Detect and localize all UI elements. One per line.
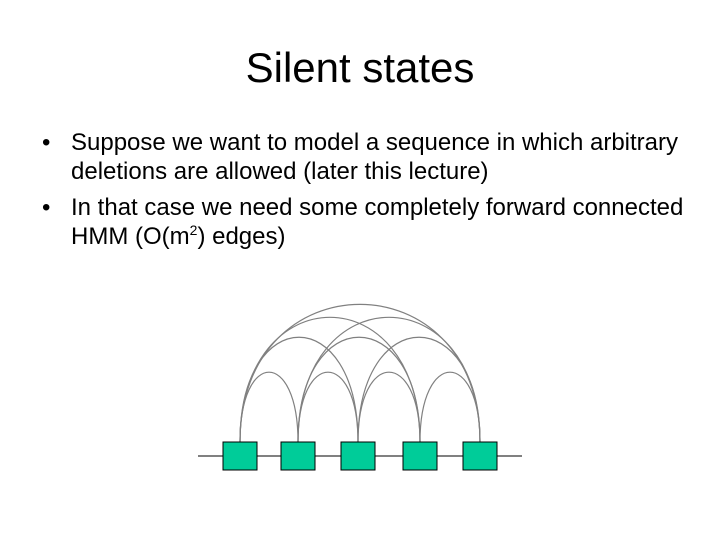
- transition-edge: [239, 303, 481, 443]
- bullet-text: Suppose we want to model a sequence in w…: [71, 129, 679, 185]
- bullet-text-before: In that case we need some completely for…: [71, 194, 684, 250]
- state-node: [222, 441, 258, 471]
- slide-title: Silent states: [245, 44, 475, 91]
- transition-edge: [239, 316, 421, 443]
- bullet-text-after: ) edges): [197, 223, 286, 250]
- state-node: [280, 441, 316, 471]
- exponent: 2: [189, 222, 198, 238]
- bullet-marker: •: [42, 129, 51, 156]
- transition-edge: [357, 336, 481, 443]
- bullet-list: • Suppose we want to model a sequence in…: [42, 128, 702, 258]
- state-node: [462, 441, 498, 471]
- bullet-marker: •: [42, 194, 51, 221]
- transition-edge: [419, 371, 481, 443]
- state-node: [340, 441, 376, 471]
- bullet-text: In that case we need some completely for…: [71, 194, 683, 250]
- transition-edge: [297, 316, 481, 443]
- bullet-item-forward-connected: • In that case we need some completely f…: [42, 193, 702, 251]
- bullet-item-deletions: • Suppose we want to model a sequence in…: [42, 128, 702, 186]
- state-node: [402, 441, 438, 471]
